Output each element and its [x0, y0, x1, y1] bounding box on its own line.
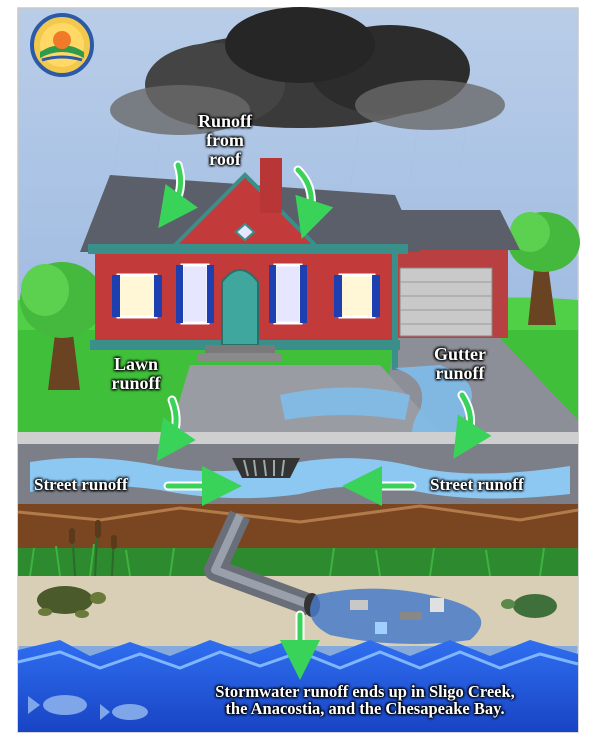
lawn-runoff-label-line2: runoff [111, 372, 161, 393]
curb [18, 432, 578, 444]
bay-water [18, 640, 578, 732]
house [80, 158, 420, 370]
lawn-runoff-label: Lawn runoff [96, 355, 176, 393]
flow-arrows [156, 162, 492, 680]
caption-line1: Stormwater runoff ends up in Sligo Creek… [215, 682, 515, 701]
pollution-debris [310, 588, 482, 644]
roof-runoff-label-line2: from [206, 129, 244, 150]
cattails [69, 519, 117, 577]
street-runoff-right-label: Street runoff [430, 475, 524, 494]
tree-right [508, 212, 580, 325]
underground-grass [18, 548, 578, 576]
gutter-runoff-label-line2: runoff [435, 362, 485, 383]
fish [28, 695, 148, 720]
turtle-right [501, 594, 557, 618]
roof-runoff-label-line1: Runoff [197, 111, 252, 131]
soil [18, 504, 578, 560]
turtle-left [37, 586, 106, 618]
lawn-runoff-label-line1: Lawn [113, 354, 158, 374]
storm-drain [232, 458, 300, 478]
street-runoff-left-label: Street runoff [34, 475, 128, 494]
gutter-runoff-label: Gutter runoff [420, 345, 500, 383]
grass-blades [29, 543, 545, 577]
tree-left [20, 262, 104, 390]
caption: Stormwater runoff ends up in Sligo Creek… [155, 683, 575, 718]
roof-runoff-label: Runoff from roof [180, 112, 270, 169]
storm-cloud [110, 7, 505, 135]
gutter-runoff-label-line1: Gutter [434, 344, 486, 364]
roof-runoff-label-line3: roof [209, 148, 241, 169]
city-seal [30, 13, 94, 77]
caption-line2: the Anacostia, and the Chesapeake Bay. [225, 699, 505, 719]
